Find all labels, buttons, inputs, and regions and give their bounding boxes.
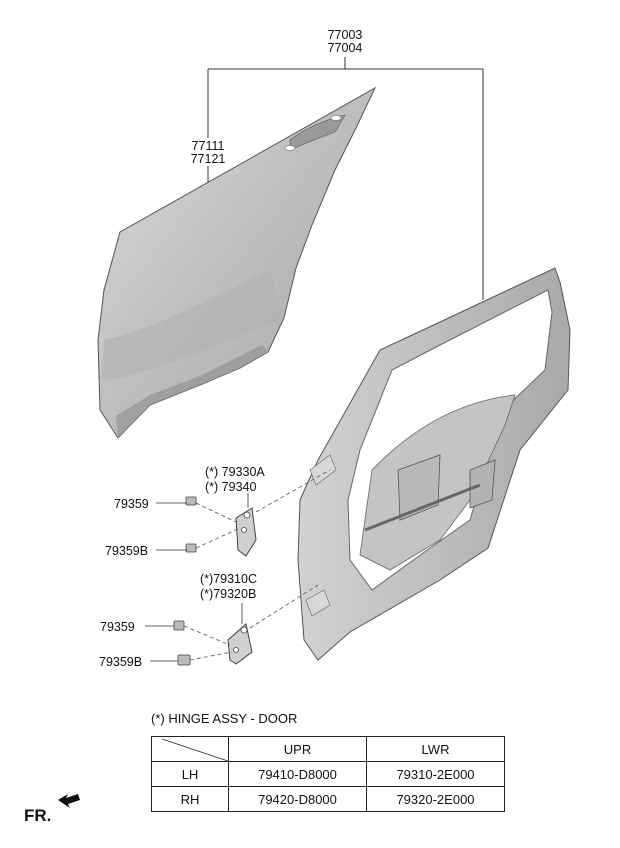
label-lower-bolt-b: 79359B	[99, 655, 143, 669]
table-cell-lwr: 79320-2E000	[366, 786, 505, 812]
front-arrow-icon	[58, 794, 80, 808]
table-header-row: UPR LWR	[151, 736, 505, 762]
table-column-header: UPR	[228, 736, 367, 762]
table-row-side: LH	[151, 761, 229, 787]
table-row: RH 79420-D8000 79320-2E000	[151, 786, 505, 812]
label-upper-hinge-2: (*) 79340	[205, 480, 257, 494]
table-row: LH 79410-D8000 79310-2E000	[151, 761, 505, 787]
table-column-header: LWR	[366, 736, 505, 762]
table-cell-upr: 79420-D8000	[228, 786, 367, 812]
label-upper-bolt: 79359	[114, 497, 149, 511]
label-door-assy-1: 77003	[327, 28, 363, 42]
upper-hinge	[235, 507, 257, 557]
assy-leader	[207, 57, 484, 300]
inner-door-frame	[297, 267, 571, 661]
table-cell-upr: 79410-D8000	[228, 761, 367, 787]
label-outer-panel-1: 77111	[191, 139, 225, 153]
bolt-icons	[173, 496, 197, 666]
outer-door-panel	[97, 86, 377, 439]
table-cell-lwr: 79310-2E000	[366, 761, 505, 787]
label-lower-hinge-1: (*)79310C	[200, 572, 257, 586]
dashed-alignment-lines	[183, 469, 331, 661]
label-upper-bolt-b: 79359B	[105, 544, 149, 558]
label-outer-panel-2: 77121	[190, 152, 226, 166]
table-corner-cell	[151, 736, 229, 762]
table-row-side: RH	[151, 786, 229, 812]
hinge-assy-table: UPR LWR LH 79410-D8000 79310-2E000 RH 79…	[151, 736, 505, 812]
diagonal-divider	[161, 738, 228, 761]
front-label: FR.	[24, 806, 52, 825]
label-upper-hinge-1: (*) 79330A	[205, 465, 265, 479]
lower-hinge	[227, 623, 253, 665]
label-door-assy-2: 77004	[327, 41, 363, 55]
label-lower-hinge-2: (*)79320B	[200, 587, 257, 601]
label-lower-bolt: 79359	[100, 620, 135, 634]
leader-lines	[145, 493, 249, 662]
hinge-assy-note: (*) HINGE ASSY - DOOR	[151, 711, 298, 726]
